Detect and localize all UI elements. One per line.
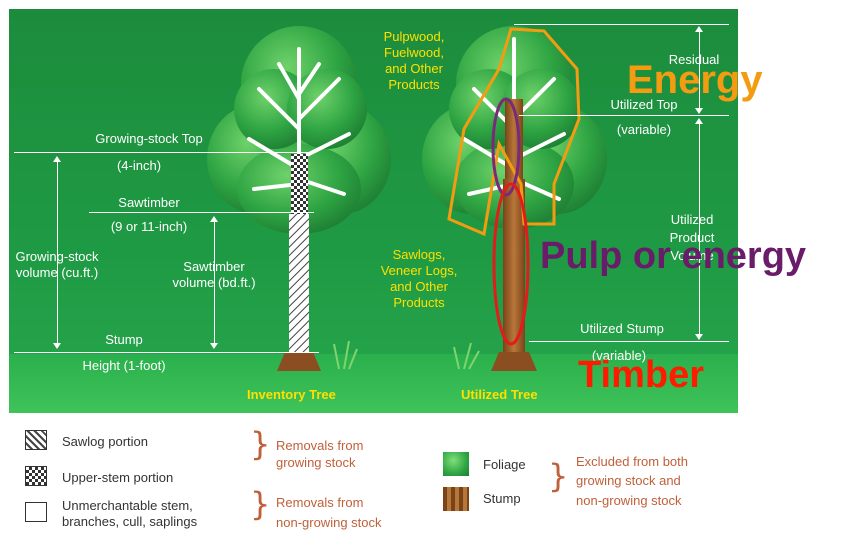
upper-stem-swatch [25,466,47,486]
inventory-tree-sawlog [289,214,309,354]
utilized-tree-caption: Utilized Tree [461,387,538,402]
legend-removals-gs-1: Removals from [276,437,363,454]
pulpwood-label-4: Products [369,77,459,93]
pulpwood-label-2: Fuelwood, [369,45,459,61]
legend-removals-ngs-1: Removals from [276,494,363,511]
utilized-product-1: Utilized [657,212,727,227]
pulpwood-label-3: and Other [369,61,459,77]
sawlogs-label-2: Veneer Logs, [369,263,469,279]
foliage-swatch [443,452,469,476]
sawtimber-sub: (9 or 11-inch) [84,219,214,234]
legend-removals-ngs-2: non-growing stock [276,514,382,531]
legend-sawlog: Sawlog portion [62,434,148,450]
gs-top-line [14,152,314,153]
brace-gs: } [250,428,270,460]
gs-arrow-dn [53,343,61,349]
sawlogs-label-3: and Other [369,279,469,295]
residual-arrow-up [695,26,703,32]
legend-excluded-2: growing stock and [576,472,681,489]
gs-arrow-up [53,156,61,162]
legend-stump: Stump [483,491,521,507]
brace-excluded: } [548,460,568,492]
utilized-stump-label: Utilized Stump [557,321,687,336]
residual-arrow-dn [695,108,703,114]
legend-unmerch-2: branches, cull, saplings [62,514,197,530]
utilized-arrow-up [695,118,703,124]
legend-excluded-1: Excluded from both [576,453,688,470]
inventory-tree-upper-stem [291,154,308,214]
utilized-volume-arrow [699,121,700,335]
sawlogs-label-4: Products [369,295,469,311]
sawlogs-label-1: Sawlogs, [369,247,469,263]
utilized-arrow-dn [695,334,703,340]
gs-top-label: Growing-stock Top [54,131,244,146]
sawtimber-line [89,212,314,213]
unmerch-swatch [25,502,47,522]
energy-annotation: Energy [627,60,763,100]
saw-volume-label-1: Sawtimber [159,259,269,274]
legend-excluded-3: non-growing stock [576,492,682,509]
residual-top-line [514,24,729,25]
legend-removals-gs-2: growing stock [276,454,355,471]
utilized-tree-stump [491,352,537,371]
stump-label: Stump [79,332,169,347]
utilized-stump-line [529,341,729,342]
brace-ngs: } [250,488,270,520]
pulpwood-label-1: Pulpwood, [369,29,459,45]
utilized-top-sub: (variable) [604,122,684,137]
pulp-or-energy-annotation: Pulp or energy [540,237,806,275]
timber-annotation: Timber [578,356,704,394]
gs-volume-label-2: volume (cu.ft.) [9,265,105,280]
gs-volume-label-1: Growing-stock [9,249,105,264]
saw-arrow-dn [210,343,218,349]
legend-upper-stem: Upper-stem portion [62,470,173,486]
inventory-tree-caption: Inventory Tree [247,387,336,402]
stump-line [14,352,319,353]
sawtimber-label: Sawtimber [94,195,204,210]
legend-foliage: Foliage [483,457,526,473]
legend-unmerch-1: Unmerchantable stem, [62,498,193,514]
sawlog-swatch [25,430,47,450]
saw-volume-label-2: volume (bd.ft.) [159,275,269,290]
gs-top-sub: (4-inch) [94,158,184,173]
stump-height-label: Height (1-foot) [59,358,189,373]
utilized-top-line [519,115,729,116]
stump-swatch [443,487,469,511]
